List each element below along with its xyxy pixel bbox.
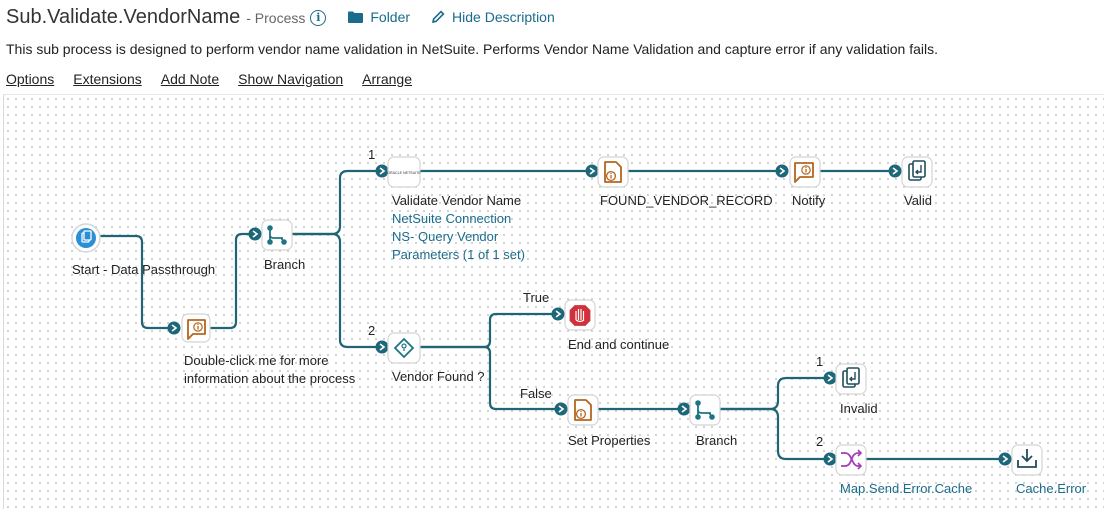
connector-arrow	[585, 164, 599, 178]
connector-arrow	[554, 402, 568, 416]
note-label-line2: information about the process	[184, 371, 356, 386]
netsuite-logo: ORACLE NETSUITE	[387, 171, 421, 175]
validate-operation-link[interactable]: NS- Query Vendor	[392, 229, 499, 244]
note-shape[interactable]	[181, 313, 211, 343]
menu-arrange[interactable]: Arrange	[362, 71, 412, 87]
connector-arrow	[998, 452, 1012, 466]
info-icon[interactable]: i	[310, 10, 327, 26]
set-properties-icon	[574, 399, 592, 421]
menu-extensions[interactable]: Extensions	[73, 71, 142, 87]
process-description: This sub process is designed to perform …	[6, 41, 938, 57]
map-label-link[interactable]: Map.Send.Error.Cache	[840, 481, 973, 496]
decision-false-label: False	[520, 386, 552, 401]
invalid-return-shape[interactable]	[835, 363, 867, 395]
folder-link[interactable]: Folder	[348, 9, 410, 25]
note-icon	[187, 319, 206, 340]
branch-2-label: Branch	[696, 433, 738, 448]
valid-label: Valid	[904, 193, 932, 208]
connector-arrow	[248, 227, 262, 241]
connector-arrow	[167, 321, 181, 335]
stop-hand-icon	[568, 303, 592, 328]
branch-2-path-2-number: 2	[816, 434, 824, 449]
map-shape[interactable]	[835, 444, 867, 476]
branch-shape[interactable]	[261, 219, 293, 251]
document-property-icon	[604, 161, 622, 183]
set-properties-shape[interactable]	[567, 394, 599, 426]
connector-arrow	[823, 371, 837, 385]
branch-shape-2[interactable]	[689, 394, 721, 426]
return-documents-icon	[842, 367, 860, 388]
found-record-shape[interactable]	[597, 156, 629, 188]
decision-true-label: True	[523, 290, 550, 305]
connector-arrow	[375, 340, 389, 354]
invalid-label: Invalid	[840, 401, 878, 416]
note-label-line1: Double-click me for more	[184, 353, 329, 368]
stop-shape[interactable]	[564, 299, 596, 331]
pencil-icon	[432, 10, 445, 23]
menu-bar: Options Extensions Add Note Show Navigat…	[6, 71, 431, 87]
valid-return-shape[interactable]	[901, 156, 933, 188]
branch-path-2-number: 2	[368, 323, 376, 338]
netsuite-connector-shape[interactable]: ORACLE NETSUITE	[387, 156, 421, 188]
connector-decision-false	[420, 345, 558, 411]
connector-arrow	[677, 402, 691, 416]
connectors	[100, 169, 1000, 461]
set-properties-label: Set Properties	[568, 433, 651, 448]
hide-description-link[interactable]: Hide Description	[432, 9, 555, 25]
connector-arrow	[375, 164, 389, 178]
folder-label: Folder	[370, 9, 411, 25]
decision-label: Vendor Found ?	[392, 369, 485, 384]
document-icon	[81, 230, 92, 243]
hide-description-label: Hide Description	[452, 8, 555, 25]
branch-label: Branch	[264, 257, 306, 272]
connector-branch2-path2	[720, 407, 826, 461]
folder-icon	[348, 11, 364, 23]
title-row: Sub.Validate.VendorName - Process i Fold…	[6, 6, 555, 32]
download-tray-icon	[1017, 449, 1037, 468]
notify-label: Notify	[792, 193, 826, 208]
connector-note-branch	[210, 232, 252, 330]
return-documents-icon	[908, 160, 926, 181]
start-label: Start - Data Passthrough	[72, 262, 216, 277]
cache-label-link[interactable]: Cache.Error	[1016, 481, 1087, 496]
decision-shape[interactable]	[387, 332, 421, 364]
branch-path-1-number: 1	[368, 147, 376, 162]
connector-arrow	[888, 164, 902, 178]
connector-branch-path2	[292, 232, 378, 349]
found-record-label: FOUND_VENDOR_RECORD	[600, 193, 773, 208]
branch-icon	[267, 225, 287, 245]
decision-icon	[393, 337, 415, 359]
menu-options[interactable]: Options	[6, 71, 55, 87]
connector-branch-path1	[292, 169, 378, 236]
cache-shape[interactable]	[1011, 444, 1043, 476]
branch-icon	[695, 400, 715, 420]
validate-label: Validate Vendor Name	[392, 193, 522, 208]
stop-label: End and continue	[568, 337, 670, 352]
connector-decision-true	[420, 312, 554, 349]
validate-connection-link[interactable]: NetSuite Connection	[392, 211, 512, 226]
menu-add-note[interactable]: Add Note	[160, 71, 220, 87]
map-shuffle-icon	[841, 449, 863, 470]
notify-icon	[794, 162, 814, 183]
connector-arrow	[551, 307, 565, 321]
notify-shape[interactable]	[789, 156, 821, 188]
menu-show-navigation[interactable]: Show Navigation	[238, 71, 344, 87]
connector-branch2-path1	[720, 376, 826, 411]
start-shape[interactable]	[71, 223, 101, 253]
page-subtitle: - Process	[246, 10, 306, 26]
connector-start-note	[100, 234, 172, 330]
branch-2-path-1-number: 1	[816, 354, 824, 369]
page-title: Sub.Validate.VendorName	[6, 6, 241, 28]
connector-arrow	[775, 164, 789, 178]
connector-arrow	[823, 452, 837, 466]
validate-parameters-link[interactable]: Parameters (1 of 1 set)	[392, 247, 525, 262]
